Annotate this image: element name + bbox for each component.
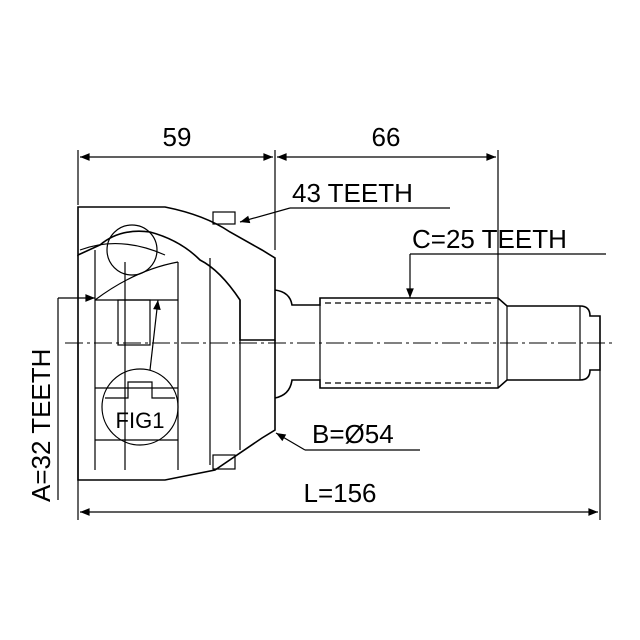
- dim-total-length: L=156: [77, 370, 601, 520]
- seal-diameter-callout: B=Ø54: [275, 419, 420, 451]
- dim-outer-length: 59: [77, 122, 276, 250]
- inner-spline-label: A=32 TEETH: [26, 349, 56, 502]
- seal-diameter-label: B=Ø54: [312, 419, 394, 449]
- fig1-callout: FIG1: [101, 299, 179, 446]
- dim-stem-length: 66: [277, 122, 499, 298]
- outer-spline-callout: C=25 TEETH: [406, 224, 606, 298]
- outer-spline-label: C=25 TEETH: [412, 224, 567, 254]
- fig1-label: FIG1: [116, 408, 165, 433]
- abs-teeth-label: 43 TEETH: [292, 178, 413, 208]
- dim-total-label: L=156: [303, 478, 376, 508]
- abs-ring-callout: 43 TEETH: [239, 178, 450, 224]
- dim-66-label: 66: [372, 122, 401, 152]
- dim-59-label: 59: [163, 122, 192, 152]
- inner-spline-callout: A=32 TEETH: [26, 294, 95, 502]
- stem: [274, 289, 601, 399]
